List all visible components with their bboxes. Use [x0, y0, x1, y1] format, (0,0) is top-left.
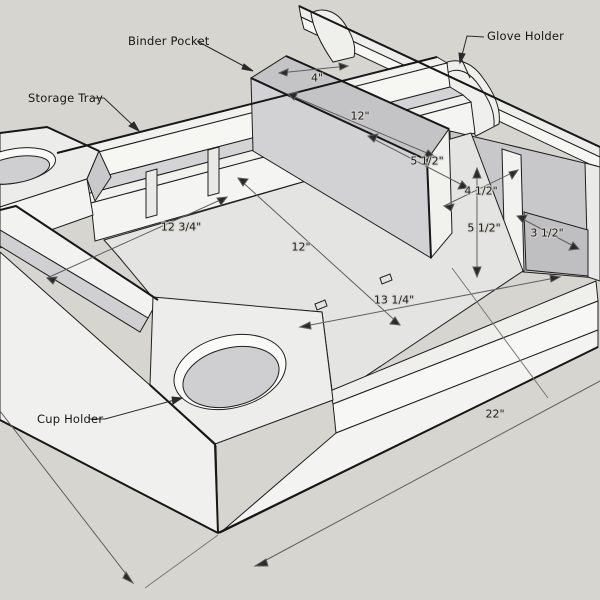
profile-edges [0, 6, 600, 533]
dimension-tray-width: 12 3/4" [160, 220, 202, 234]
cup1-block-notch [87, 151, 111, 201]
tray-divider-clip-1 [146, 169, 157, 218]
glove-bracket-right-thickness [447, 70, 494, 126]
dimension-front-wall: 13 1/4" [373, 293, 415, 307]
label-cup-holder: Cup Holder [37, 412, 104, 426]
glove-bracket-left [311, 10, 355, 62]
label-binder-pocket: Binder Pocket [128, 34, 210, 48]
cup-holder-back-block [0, 127, 111, 248]
dimension-lines [0, 63, 600, 588]
leader-lines [89, 36, 484, 419]
tray-divider-clip-2 [208, 147, 219, 196]
label-storage-tray: Storage Tray [28, 91, 103, 105]
cup1-hole [0, 151, 52, 189]
binder-pocket [251, 56, 452, 258]
dimension-right-slot: 3 1/2" [530, 226, 564, 240]
dimension-tray-depth: 12" [291, 240, 311, 254]
dimension-pocket-height: 5 1/2" [410, 154, 444, 168]
dimension-divider-height: 5 1/2" [467, 221, 501, 235]
dimension-pocket-length: 12" [350, 109, 370, 123]
dimension-pocket-depth: 4" [310, 71, 324, 85]
front-wall [220, 274, 598, 533]
cup2-hole [176, 337, 285, 417]
cup-holder-front-block [150, 297, 333, 444]
front-wall-notch-2 [380, 274, 392, 284]
dimension-divider-top: 4 1/2" [464, 184, 498, 198]
label-glove-holder: Glove Holder [487, 29, 565, 43]
dimension-overall-width: 22" [485, 407, 505, 421]
rail-inner-face [0, 230, 148, 332]
front-wall-notch-1 [315, 300, 327, 310]
